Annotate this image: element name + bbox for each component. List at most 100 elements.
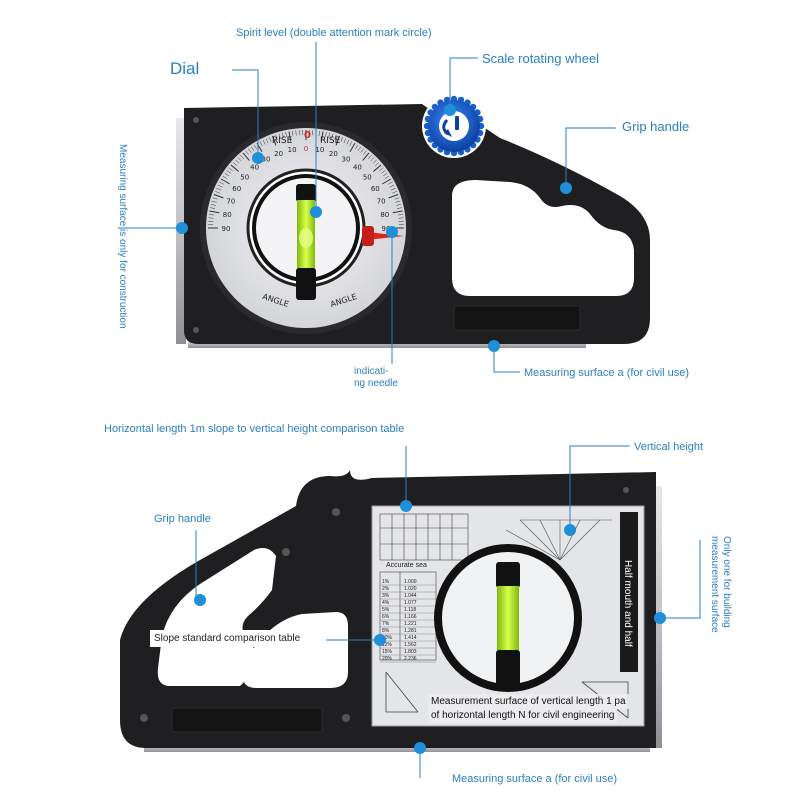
dial-tick (278, 133, 281, 139)
dial-tick (230, 164, 239, 172)
slope-table-cell: 1.414 (404, 635, 417, 641)
label-grip-handle-bottom: Grip handle (150, 510, 215, 528)
plate-side-text: Half mouth and half (622, 560, 633, 647)
dial-tick (233, 162, 238, 166)
dial-tick (282, 132, 284, 138)
dial-tick (394, 197, 400, 200)
dial-tick (212, 197, 218, 200)
dial-tick (374, 162, 379, 166)
dial-tick (262, 139, 266, 145)
label-measuring-surface-a-top: Measuring surface a (for civil use) (520, 364, 694, 382)
vial-cap-top (296, 184, 316, 202)
screw (193, 117, 199, 123)
dial-tick (363, 150, 367, 155)
dial-tick (275, 134, 278, 140)
dial-tick (387, 181, 393, 185)
dial-tick (388, 194, 399, 199)
slope-table-cell: 1.077 (404, 600, 417, 606)
dial-tick (215, 191, 220, 194)
label-spirit-level: Spirit level (double attention mark circ… (232, 24, 436, 42)
vial-cap-bottom (296, 268, 316, 300)
grip-handle-cutout (157, 548, 276, 686)
label-measurement-desc-1: Measurement surface of vertical length 1… (428, 694, 629, 709)
dial-tick (392, 210, 403, 214)
dial-tick (334, 134, 337, 140)
dial-tick (389, 184, 395, 188)
dial-tick (398, 217, 404, 219)
label-vertical-height: Vertical height (630, 438, 708, 456)
dial-tick (382, 172, 388, 177)
dial-number: 10 (288, 146, 297, 154)
dial-tick (392, 191, 397, 194)
grip-handle-cutout (452, 180, 634, 296)
slope-table-cell: 1.803 (404, 649, 417, 655)
dial-rise-left: RISE (272, 136, 293, 146)
dial-tick (381, 170, 386, 174)
dial-tick (360, 148, 364, 153)
screw (623, 487, 629, 493)
dial-tick (395, 200, 401, 203)
dial-tick (325, 132, 327, 138)
dial-tick (219, 181, 225, 185)
dial-tick (217, 184, 223, 188)
arrow-head-icon (444, 129, 452, 137)
dial-number: 50 (363, 174, 372, 182)
dial-tick (220, 178, 231, 185)
dial-tick (320, 131, 324, 142)
dial-tick (226, 170, 231, 174)
dial-tick (210, 207, 216, 209)
dial-tick (292, 130, 294, 136)
dial-number: 60 (371, 185, 380, 193)
bottom-slot (453, 305, 581, 331)
screw (342, 714, 350, 722)
slope-table-cell: 1.562 (404, 642, 417, 648)
slope-table-cell: 4% (382, 600, 390, 606)
dial-tick (208, 217, 214, 219)
dial-tick (357, 146, 362, 152)
slope-table-rows: 1%1.0002%1.0203%1.0444%1.0775%1.1186%1.1… (380, 579, 436, 663)
screw (193, 327, 199, 333)
slope-table-cell: 6% (382, 614, 390, 620)
dial-tick (272, 135, 277, 146)
dial-tick (222, 175, 228, 179)
label-measurement-desc-2: of horizontal length N for civil enginee… (428, 708, 618, 723)
label-measuring-surface-note: Measuring surface is only for constructi… (117, 144, 128, 329)
dial-tick (211, 200, 217, 203)
dial-tick (372, 159, 377, 164)
dial-tick (381, 178, 392, 185)
dial-tick (343, 138, 347, 144)
plate-accurate-label: Accurate sea (386, 562, 427, 569)
dial-tick (285, 132, 287, 138)
dial-tick (208, 214, 214, 216)
dial-tick (368, 155, 372, 160)
slope-table-cell: 1.044 (404, 593, 417, 599)
dial-ticks (208, 130, 404, 229)
vial-cap-top (496, 562, 520, 588)
slope-table-cell: 10% (382, 635, 393, 641)
dial-tick (224, 172, 230, 177)
vial-cap-bottom (496, 650, 520, 688)
dial-tick (245, 150, 249, 155)
label-indicating-needle: indicati- ng needle (350, 364, 402, 392)
wheel-mark (455, 116, 459, 130)
dial-tick (209, 210, 220, 214)
label-grip-handle: Grip handle (618, 118, 694, 136)
slope-table-cell: 1.166 (404, 614, 417, 620)
dial-rise-right: RISE (320, 136, 341, 146)
dial-number: 60 (232, 185, 241, 193)
slope-table-cell: 2% (382, 586, 390, 592)
label-dial: Dial (166, 60, 204, 78)
dial-tick (335, 135, 340, 146)
dial-number: 90 (222, 225, 231, 233)
label-measuring-surface-a-bottom: Measuring surface a (for civil use) (448, 770, 622, 788)
slope-table-cell: 1% (382, 579, 390, 585)
dial-tick (237, 157, 242, 162)
slope-table-cell: 5% (382, 607, 390, 613)
bottom-slot (171, 707, 323, 733)
dial-tick (396, 204, 402, 206)
dial-tick (340, 137, 343, 142)
dial-tick (390, 187, 396, 191)
dial-tick (398, 214, 404, 216)
dial-tick (228, 167, 233, 171)
